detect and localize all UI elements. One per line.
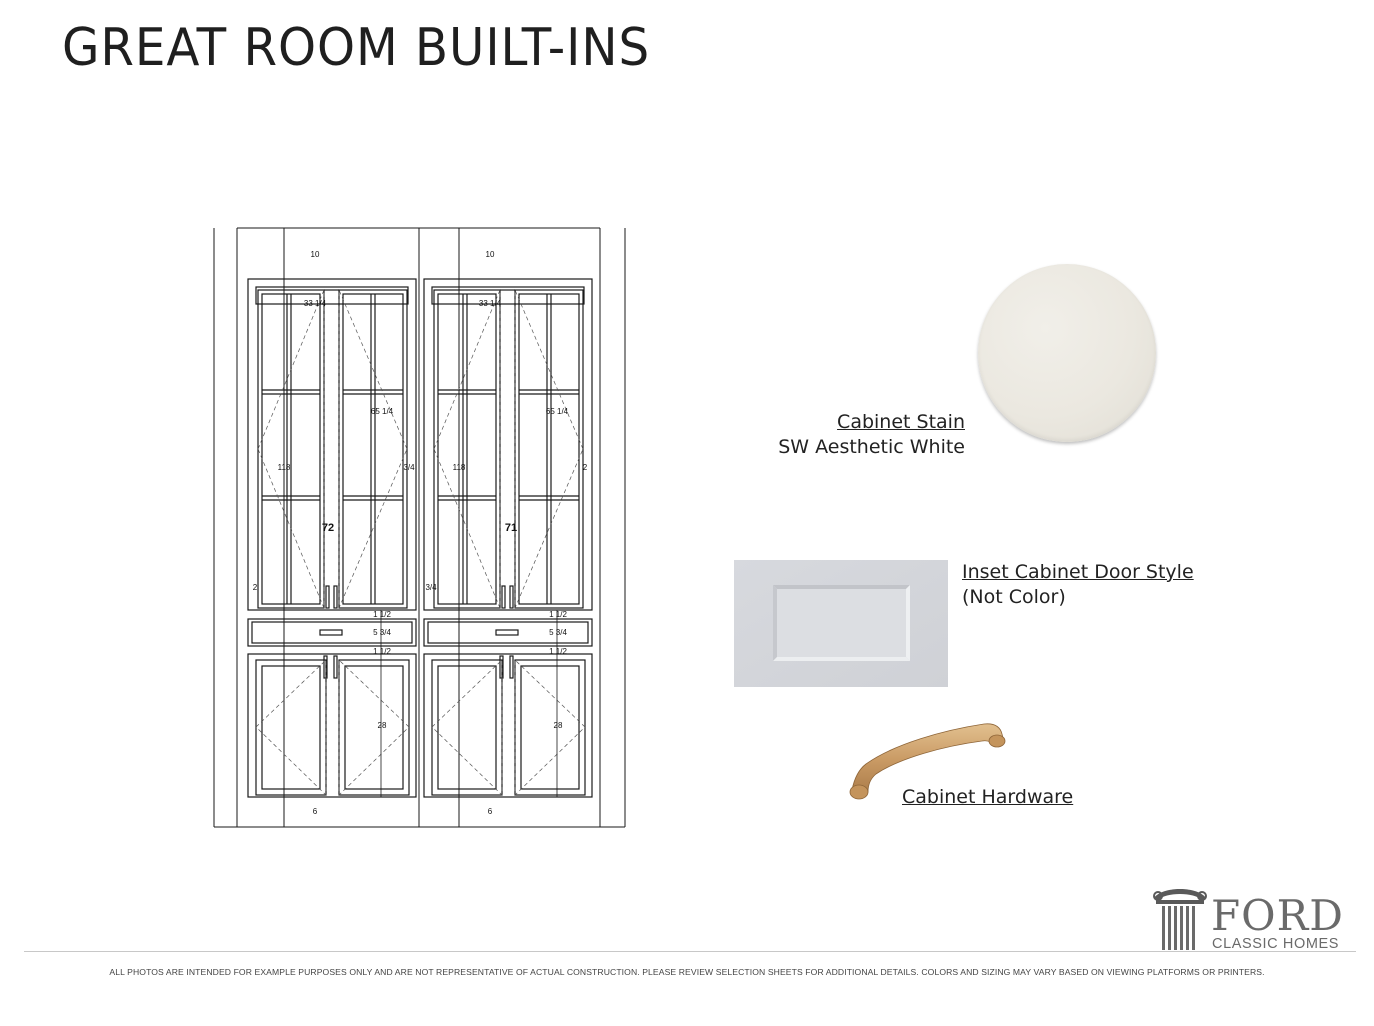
dim-label: 5 3/4: [549, 628, 567, 637]
cabinet-stain-value: SW Aesthetic White: [778, 436, 965, 458]
stain-color-swatch: [978, 264, 1156, 442]
dim-label: 28: [378, 721, 387, 730]
logo-tagline: CLASSIC HOMES: [1212, 936, 1339, 952]
dim-label: 1 1/2: [373, 647, 391, 656]
dim-label: 10: [486, 250, 495, 259]
door-style-image: [734, 560, 948, 687]
cabinet-stain-heading: Cabinet Stain: [837, 411, 965, 433]
dim-label: 118: [453, 463, 466, 472]
dim-label: 33 1/4: [304, 299, 327, 308]
dim-label: 33 1/4: [479, 299, 502, 308]
door-style-note: (Not Color): [962, 586, 1066, 608]
dim-label: 118: [278, 463, 291, 472]
cabinet-elevation-drawing: 10 33 1/4 65 1/4 118 3/4 2 72 1 1/2 5 3/…: [213, 227, 626, 828]
logo-brand: FORD: [1211, 891, 1344, 940]
footer-divider: [24, 951, 1356, 952]
footer-disclaimer: ALL PHOTOS ARE INTENDED FOR EXAMPLE PURP…: [109, 967, 1265, 977]
dim-label: 10: [311, 250, 320, 259]
dim-label: 2: [253, 583, 258, 592]
page-title: GREAT ROOM BUILT-INS: [62, 18, 651, 78]
dim-label: 65 1/4: [371, 407, 394, 416]
cabinet-hardware-label: Cabinet Hardware: [902, 786, 1073, 808]
dim-label: 5 3/4: [373, 628, 391, 637]
cabinet-number: 71: [505, 522, 517, 534]
door-style-label: Inset Cabinet Door Style (Not Color): [962, 560, 1194, 610]
dim-label: 6: [313, 807, 318, 816]
dim-label: 65 1/4: [546, 407, 569, 416]
door-style-heading: Inset Cabinet Door Style: [962, 561, 1194, 583]
cabinet-hardware-heading: Cabinet Hardware: [902, 786, 1074, 808]
dim-label: 1 1/2: [549, 610, 567, 619]
dim-label: 6: [488, 807, 493, 816]
cabinet-number: 72: [322, 522, 334, 534]
ford-classic-homes-logo: FORD CLASSIC HOMES: [1153, 889, 1344, 952]
cabinet-pull-image: [849, 723, 1006, 800]
cabinet-stain-label: Cabinet Stain SW Aesthetic White: [778, 410, 965, 460]
dim-label: 3/4: [425, 583, 437, 592]
dim-label: 2: [583, 463, 588, 472]
dim-label: 3/4: [403, 463, 415, 472]
dim-label: 28: [554, 721, 563, 730]
dim-label: 1 1/2: [549, 647, 567, 656]
dim-label: 1 1/2: [373, 610, 391, 619]
